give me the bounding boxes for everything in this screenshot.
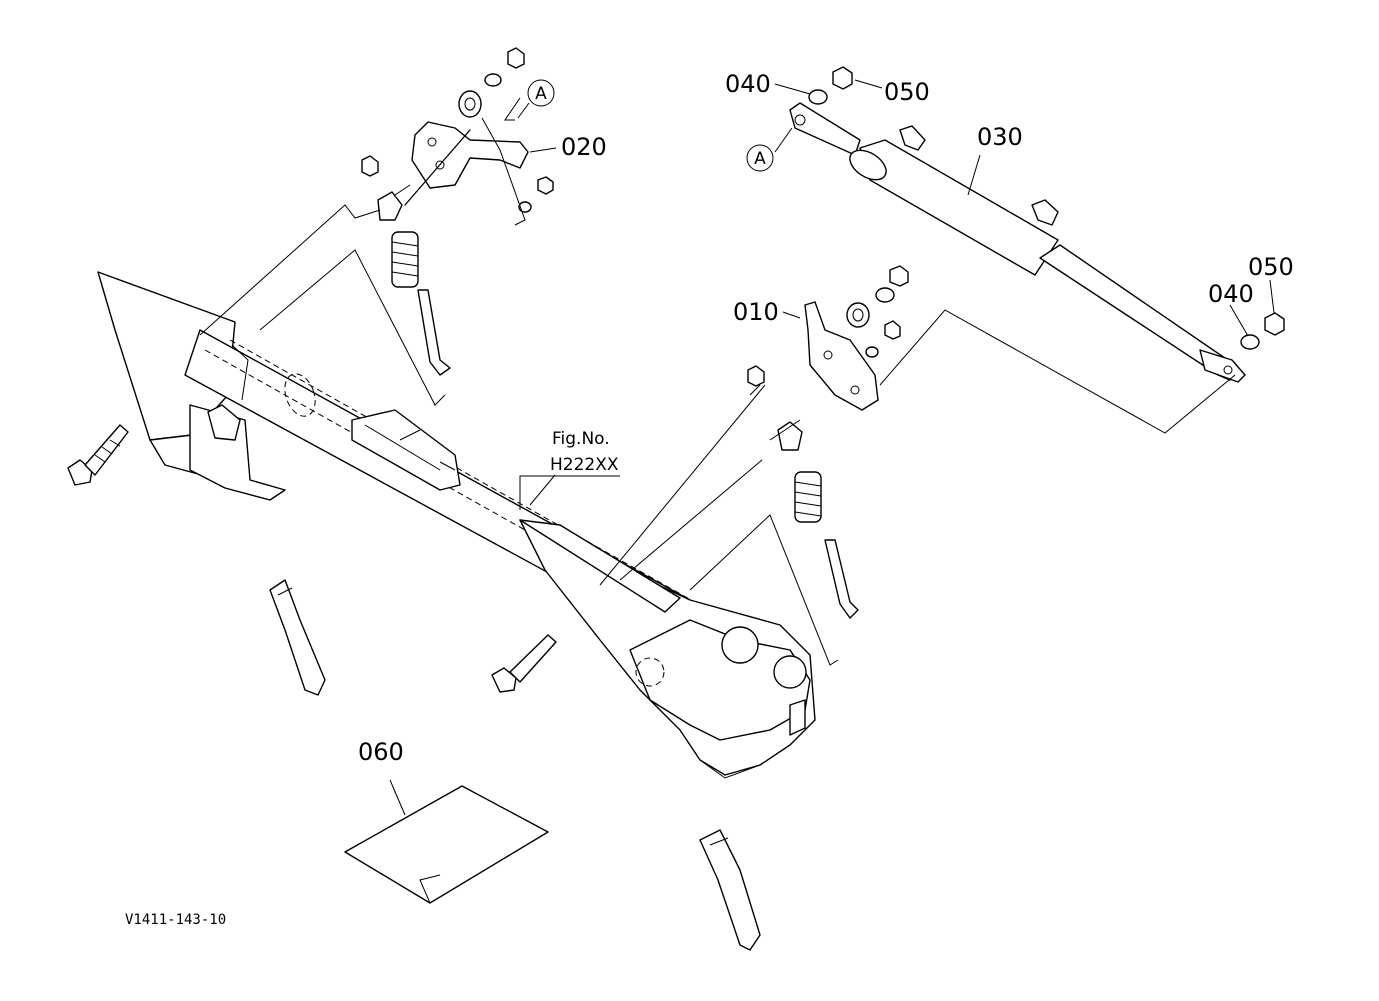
mark-a-circle-lower: [746, 144, 774, 172]
callout-060: 060: [358, 738, 404, 766]
callout-010: 010: [733, 298, 779, 326]
leader-lines: [199, 97, 1236, 816]
callout-leaders: [517, 79, 1275, 510]
mark-a-lower: A: [754, 149, 766, 169]
lock-lever-assembly-020: [361, 47, 554, 376]
callout-030: 030: [977, 123, 1023, 151]
callout-050-right: 050: [1248, 253, 1294, 281]
callout-040-right: 040: [1208, 280, 1254, 308]
mounting-frame: [97, 271, 816, 779]
callout-040-top: 040: [725, 70, 771, 98]
callout-050-top: 050: [884, 78, 930, 106]
mark-a-upper: A: [535, 84, 547, 104]
figure-ref-number: H222XX: [550, 455, 619, 475]
lock-lever-assembly-010: [747, 265, 909, 619]
hydraulic-cylinder-030: [789, 66, 1285, 383]
callout-labels: 010 020 030 040 050 040 050 060 A A Fig.…: [125, 70, 1294, 928]
bolts-and-pins: [67, 424, 761, 951]
callout-020: 020: [561, 133, 607, 161]
figure-ref-label: Fig.No.: [552, 429, 610, 449]
mark-a-circle-upper: [527, 79, 555, 107]
drawing-code: V1411-143-10: [125, 912, 226, 928]
operators-manual-060: [344, 785, 549, 904]
